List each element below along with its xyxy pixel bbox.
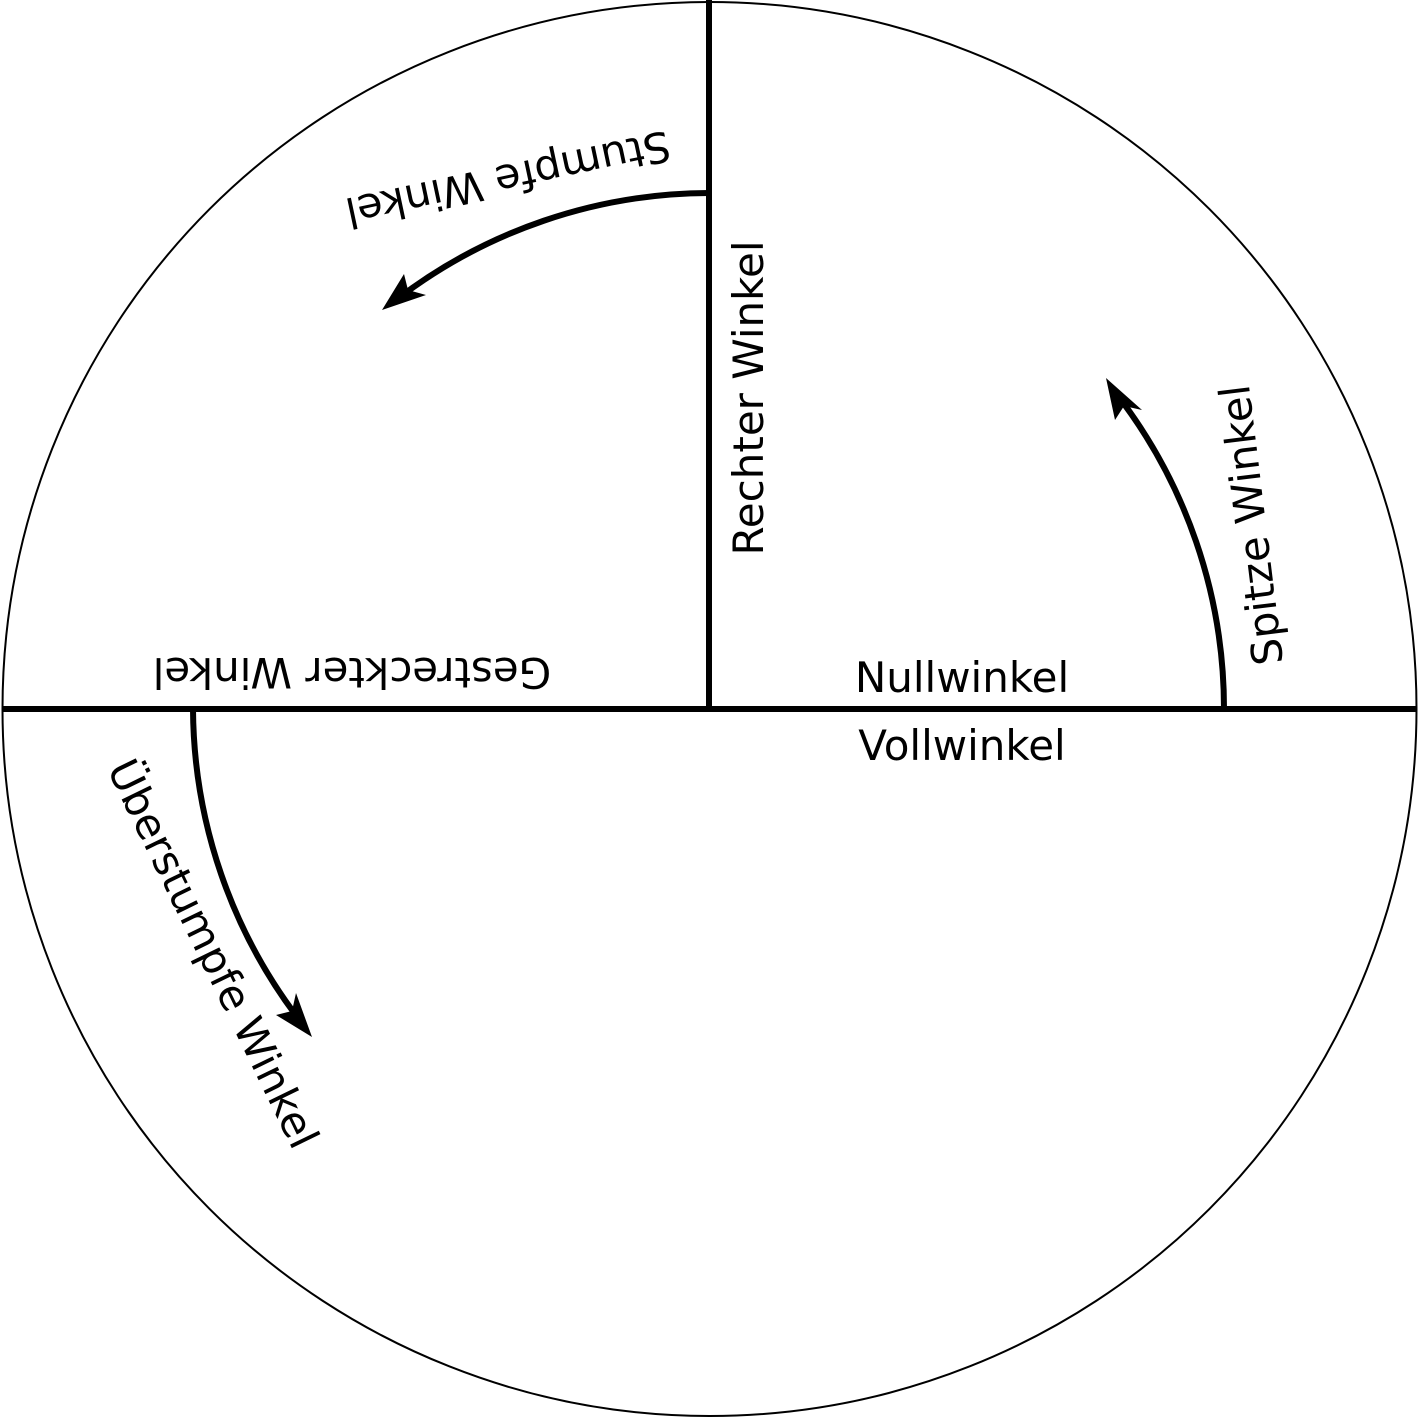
label-ueberstumpfe: Überstumpfe Winkel — [98, 751, 330, 1156]
ueberstumpfe-arrow — [190, 708, 304, 1024]
label-gestreckter: Gestreckter Winkel — [153, 648, 552, 697]
label-stumpfe: Stumpfe Winkel — [341, 121, 674, 238]
label-rechter: Rechter Winkel — [724, 241, 773, 556]
stumpfe-arrowhead — [382, 274, 426, 310]
label-vollwinkel: Vollwinkel — [858, 721, 1065, 770]
spitze-arrowhead — [1106, 378, 1142, 420]
label-nullwinkel: Nullwinkel — [855, 653, 1069, 702]
label-spitze: Spitze Winkel — [1210, 382, 1293, 668]
spitze-arrow — [1112, 390, 1227, 710]
ueberstumpfe-arrowhead — [276, 993, 312, 1037]
stumpfe-arrow — [394, 190, 710, 303]
